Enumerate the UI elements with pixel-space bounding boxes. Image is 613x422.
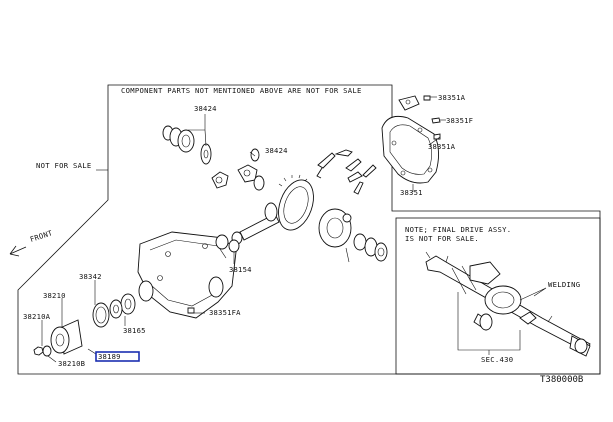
companion-flange	[50, 319, 83, 355]
final-drive-inset	[395, 217, 601, 375]
inset-leaders	[457, 287, 547, 355]
not-for-sale-label: NOT FOR SALE	[36, 161, 92, 170]
diagram-code: T380000B	[540, 375, 583, 385]
differential-case	[318, 208, 367, 251]
cover-bracket	[398, 95, 420, 111]
drain-plug	[187, 307, 195, 314]
component-notice: COMPONENT PARTS NOT MENTIONED ABOVE ARE …	[121, 86, 362, 95]
thrust-washers	[250, 148, 265, 191]
side-gear	[200, 143, 212, 165]
part-label-38351A-top[interactable]: 38351A	[438, 93, 466, 102]
assembly-outline	[17, 84, 601, 375]
side-bearing-right	[364, 237, 388, 262]
pinion-nut	[33, 345, 52, 357]
part-label-38351FA[interactable]: 38351FA	[209, 308, 241, 317]
rear-cover	[381, 115, 439, 184]
oil-seal-38342	[92, 302, 110, 328]
part-label-38210A[interactable]: 38210A	[23, 312, 51, 321]
part-label-38424-mid[interactable]: 38424	[265, 146, 288, 155]
final-drive-note-line1: NOTE; FINAL DRIVE ASSY.	[405, 225, 511, 234]
part-highlight-box	[95, 351, 140, 362]
part-label-38189[interactable]: 38189	[98, 352, 121, 361]
axle-housing-drawing	[425, 251, 591, 357]
part-label-38154[interactable]: 38154	[229, 265, 252, 274]
front-arrow-icon	[9, 245, 27, 257]
front-label: FRONT	[29, 228, 54, 244]
part-label-38210B[interactable]: 38210B	[58, 359, 85, 368]
side-gear-washer	[162, 125, 195, 153]
part-label-38165[interactable]: 38165	[123, 326, 146, 335]
final-drive-note-line2: IS NOT FOR SALE.	[405, 234, 479, 243]
bearing-cap-parts	[316, 149, 377, 195]
part-label-38351A-mid[interactable]: 38351A	[428, 142, 456, 151]
ring-gear	[278, 174, 314, 231]
cover-bolts	[423, 95, 441, 140]
seal-38154	[228, 239, 240, 253]
collapsible-spacer	[109, 293, 136, 319]
pinion-mate-gear-left	[211, 171, 229, 189]
pinion-mate-gear-right	[237, 164, 258, 183]
leader-lines	[41, 96, 446, 363]
carrier-housing	[137, 231, 237, 319]
part-label-38342[interactable]: 38342	[79, 272, 102, 281]
part-label-38210[interactable]: 38210	[43, 291, 66, 300]
welding-label: WELDING	[548, 280, 580, 289]
section-label: SEC.430	[481, 355, 513, 364]
drive-pinion	[239, 202, 280, 241]
part-label-38351F[interactable]: 38351F	[446, 116, 473, 125]
part-label-38424-top[interactable]: 38424	[194, 104, 217, 113]
part-label-38351[interactable]: 38351	[400, 188, 423, 197]
case-bolt	[345, 247, 350, 263]
